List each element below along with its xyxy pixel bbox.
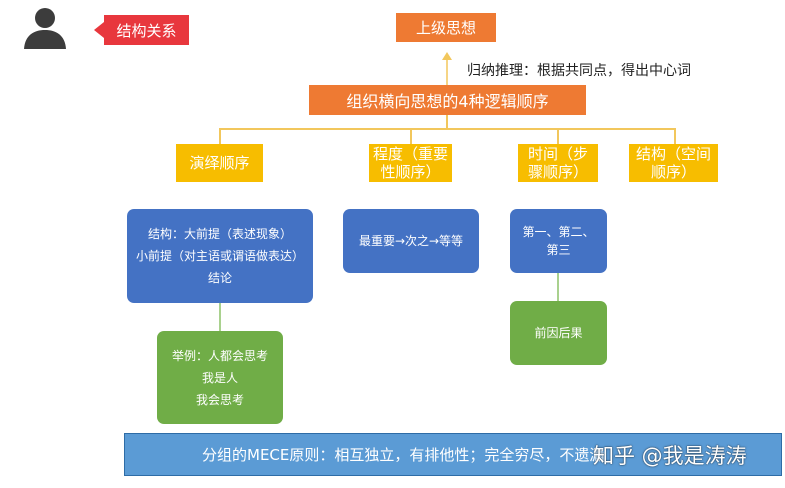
category-degree: 程度（重要性顺序）	[369, 144, 452, 182]
structure-relation-tag: 结构关系	[94, 15, 189, 45]
connector-deduction-example	[219, 303, 221, 331]
mece-principle-banner: 分组的MECE原则：相互独立，有排他性；完全穷尽，不遗漏	[124, 433, 782, 476]
example-line-3: 我会思考	[195, 392, 244, 407]
time-steps-line-1: 第一、第二、	[522, 225, 595, 239]
connector-cat-2	[410, 128, 412, 144]
deduction-major-premise: 结构：大前提（表述现象）	[147, 227, 292, 241]
deduction-example-box: 举例：人都会思考 我是人 我会思考	[157, 331, 283, 424]
connector-cat-4	[674, 128, 676, 144]
main-title-box: 组织横向思想的4种逻辑顺序	[309, 85, 586, 115]
category-time: 时间（步骤顺序）	[518, 144, 598, 182]
deduction-minor-premise: 小前提（对主语或谓语做表达）	[135, 249, 304, 263]
example-line-2: 我是人	[201, 370, 238, 385]
deduction-conclusion: 结论	[207, 271, 232, 285]
connector-time-cause	[557, 273, 559, 301]
example-line-1: 举例：人都会思考	[171, 348, 268, 363]
tag-label: 结构关系	[116, 21, 177, 40]
up-arrow-icon	[441, 52, 453, 86]
mece-principle-text: 分组的MECE原则：相互独立，有排他性；完全穷尽，不遗漏	[202, 446, 605, 464]
connector-cat-1	[219, 128, 221, 144]
upper-level-idea-box: 上级思想	[396, 13, 496, 42]
degree-order-box: 最重要→次之→等等	[343, 209, 479, 273]
watermark: 知乎 @我是涛涛	[593, 444, 747, 468]
time-steps-line-2: 第三	[546, 243, 571, 257]
time-steps-box: 第一、第二、 第三	[510, 209, 607, 273]
category-deduction: 演绎顺序	[176, 144, 263, 182]
avatar	[22, 5, 68, 49]
cause-effect-box: 前因后果	[510, 301, 607, 365]
induction-note: 归纳推理：根据共同点，得出中心词	[467, 63, 691, 79]
category-structure: 结构（空间顺序）	[629, 144, 718, 182]
connector-horizontal	[219, 128, 675, 130]
connector-main-down	[446, 115, 448, 129]
deduction-structure-box: 结构：大前提（表述现象） 小前提（对主语或谓语做表达） 结论	[127, 209, 313, 303]
connector-cat-3	[557, 128, 559, 144]
